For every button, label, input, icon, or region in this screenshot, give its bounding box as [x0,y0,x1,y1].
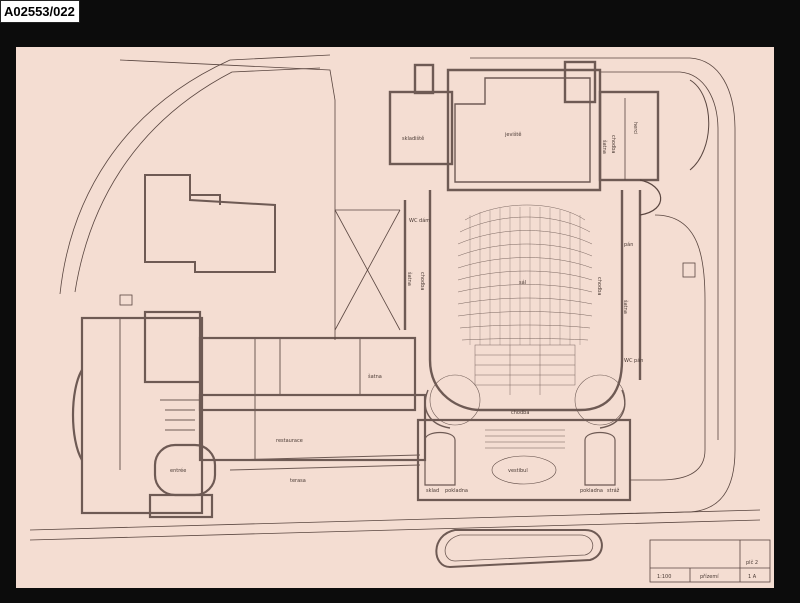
label-pokladna-right: pokladna [580,488,603,494]
left-wing [71,310,427,519]
seating-rows [457,204,593,341]
label-chodba-right: chodba [596,277,602,295]
auditorium-shell [403,190,642,412]
sheet-mark: 1 A [748,574,757,580]
road-right-inner [600,71,719,440]
floor-name: přízemí [700,573,719,580]
label-pan: pán [624,241,633,248]
label-terasa: terasa [290,478,306,484]
label-pokladna-left: pokladna [445,488,468,494]
oval-plaza [435,529,603,569]
inner-road-curve [74,67,321,293]
entrance-block [416,418,632,502]
label-satna-top: šatna [601,140,608,154]
label-satna-right: šatna [622,300,629,314]
label-restaurace: restaurace [276,438,303,444]
archive-id-label: A02553/022 [0,0,80,23]
label-jeviste: jeviště [504,131,521,138]
scale-text: 1:100 [657,574,671,580]
bottom-road-line-2 [29,519,761,541]
title-block [649,539,771,583]
label-wc-dam: WC dám [409,217,430,224]
label-chodba-top: chodba [610,135,616,153]
label-entree: entrée [170,467,186,474]
bottom-road-line [29,509,761,531]
label-satna-mid: šatna [368,373,382,380]
road-right-outer [470,57,736,515]
label-vestibul: vestibul [508,468,528,474]
label-sklad: sklad [426,488,439,494]
label-straz: stráž [607,487,620,494]
label-chodba-left: chodba [419,272,425,290]
outer-road-curve [59,54,331,295]
label-satna-left: šatna [406,272,413,286]
upper-left-annex [144,174,276,273]
label-herci: herci [632,122,638,134]
label-wc-pan: WC pán [624,357,643,364]
label-chodba-bottom: chodba [511,410,529,416]
room-labels: skladiště jeviště šatna chodba herci WC … [170,122,643,494]
label-sal: sál [519,279,526,286]
stage-block [388,60,660,192]
title-block-text: plč 2 1:100 přízemí 1 A [657,559,758,580]
label-skladiste: skladiště [402,135,424,142]
sheet-number: plč 2 [746,559,758,566]
